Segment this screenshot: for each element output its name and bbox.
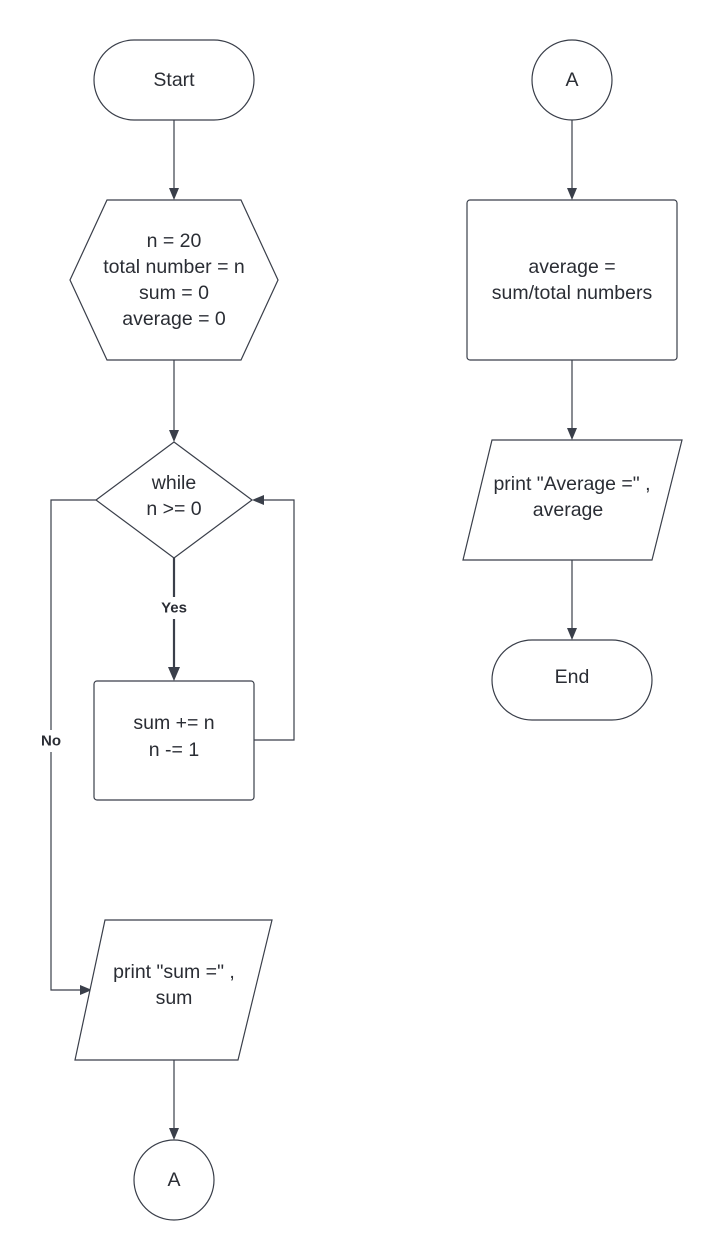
- compute-average-line: average =: [528, 256, 615, 278]
- loop-body-process: sum += n n -= 1: [93, 680, 255, 801]
- print-sum-line: print "sum =" ,: [113, 961, 235, 983]
- no-label: No: [41, 733, 61, 750]
- loop-body-line: n -= 1: [149, 739, 199, 761]
- initialization-hexagon: n = 20 total number = n sum = 0 average …: [69, 199, 279, 361]
- init-line: average = 0: [122, 308, 226, 330]
- condition-line: while: [151, 472, 196, 494]
- connector-a-in: A: [531, 39, 613, 121]
- yes-label-background: [154, 597, 194, 619]
- start-terminator: Start: [93, 39, 255, 121]
- condition-line: n >= 0: [146, 498, 201, 520]
- connector-a-out: A: [133, 1139, 215, 1221]
- print-sum-line: sum: [156, 987, 193, 1009]
- end-label: End: [555, 666, 590, 688]
- arrowhead: [567, 428, 577, 440]
- arrowhead: [169, 430, 179, 442]
- print-average-line: print "Average =" ,: [493, 473, 650, 495]
- yes-label: Yes: [161, 600, 187, 617]
- no-label-background: [36, 730, 66, 752]
- init-line: total number = n: [103, 256, 244, 278]
- compute-average-process: average = sum/total numbers: [466, 199, 678, 361]
- arrowhead: [169, 188, 179, 200]
- end-terminator: End: [491, 639, 653, 721]
- arrowhead: [169, 1128, 179, 1140]
- init-line: sum = 0: [139, 282, 209, 304]
- arrowhead: [252, 495, 264, 505]
- arrowhead: [567, 188, 577, 200]
- arrowhead: [168, 667, 180, 681]
- condition-diamond: while n >= 0: [94, 441, 254, 559]
- compute-average-line: sum/total numbers: [492, 282, 653, 304]
- arrowhead: [80, 985, 92, 995]
- connector-label: A: [565, 69, 578, 91]
- edge-labels: Yes No: [36, 597, 194, 752]
- loop-body-line: sum += n: [133, 712, 214, 734]
- print-average-line: average: [533, 499, 603, 521]
- edge-loop-back: [254, 499, 295, 741]
- arrowhead: [567, 628, 577, 640]
- print-sum-io: print "sum =" , sum: [74, 919, 273, 1061]
- init-line: n = 20: [147, 230, 202, 252]
- start-label: Start: [153, 69, 195, 91]
- print-average-io: print "Average =" , average: [462, 439, 683, 561]
- connector-label: A: [167, 1169, 180, 1191]
